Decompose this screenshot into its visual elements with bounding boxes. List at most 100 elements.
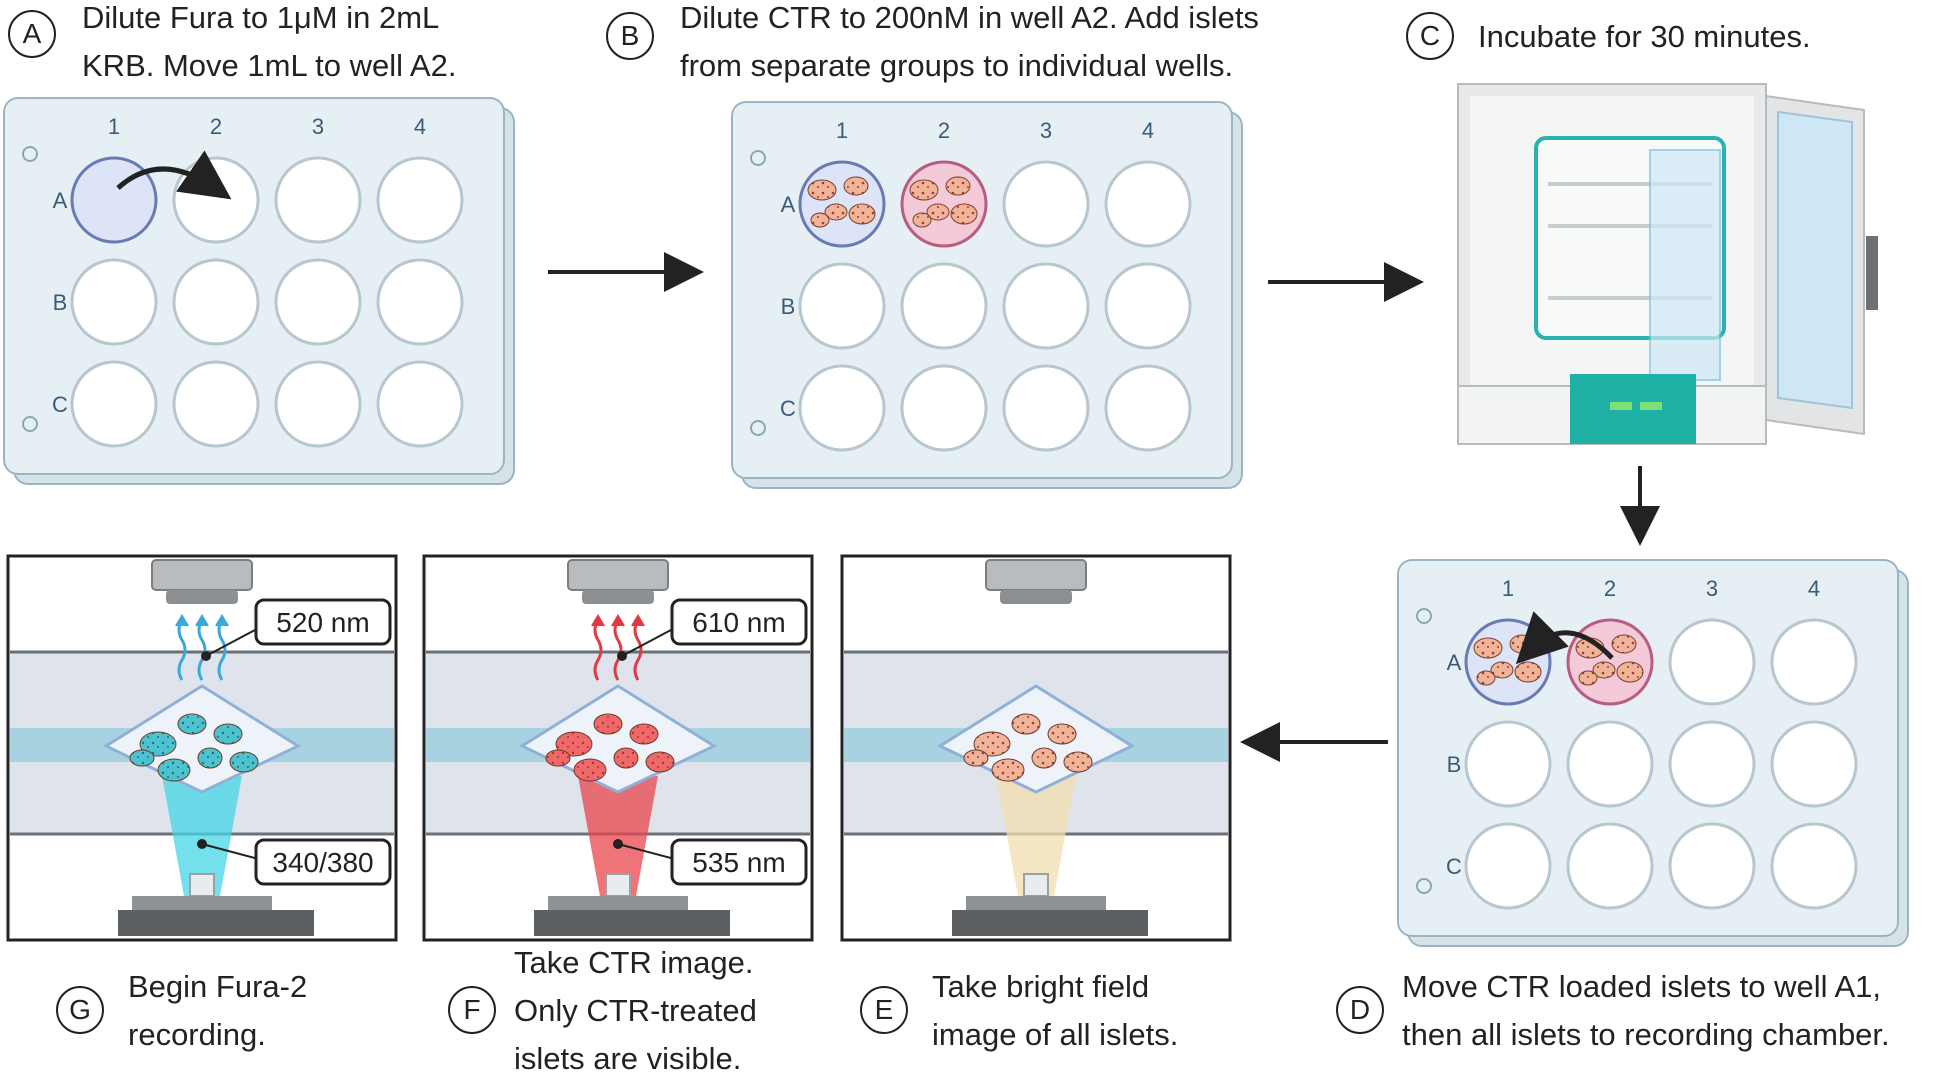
step-e-line1: Take bright field xyxy=(932,969,1150,1004)
islet xyxy=(843,176,869,196)
step-badge-c: C xyxy=(1406,12,1454,60)
plate-notch xyxy=(22,146,38,162)
well-b3 xyxy=(1002,262,1090,350)
step-badge-a: A xyxy=(8,10,56,58)
islet xyxy=(139,731,177,757)
plate-column-label: 1 xyxy=(1502,576,1514,601)
stage-body xyxy=(118,910,314,936)
plate-column-label: 3 xyxy=(1040,118,1052,143)
transfer-arrow xyxy=(116,150,232,200)
emission-wave xyxy=(633,619,643,681)
islet xyxy=(807,179,837,201)
islet xyxy=(912,212,932,228)
plate-row-label: A xyxy=(1447,650,1462,675)
step-g-text: Begin Fura-2 recording. xyxy=(128,963,307,1059)
objective-lens xyxy=(985,559,1087,591)
well-c4 xyxy=(1104,364,1192,452)
step-c-text: Incubate for 30 minutes. xyxy=(1478,13,1811,61)
islet xyxy=(129,749,155,767)
well-a2 xyxy=(1566,618,1654,706)
islet xyxy=(926,203,950,221)
well-a1 xyxy=(1464,618,1552,706)
well-a2 xyxy=(900,160,988,248)
step-f-line2: Only CTR-treated xyxy=(514,993,757,1028)
plate-row-label: C xyxy=(1446,854,1462,879)
well-a3 xyxy=(1668,618,1756,706)
readout-f-excitation: 535 nm xyxy=(670,838,808,886)
well-c4 xyxy=(1770,822,1858,910)
step-badge-g: G xyxy=(56,986,104,1034)
step-b-line1: Dilute CTR to 200nM in well A2. Add isle… xyxy=(680,0,1259,35)
readout-g-excitation-text: 340/380 xyxy=(272,847,373,878)
step-e-text: Take bright field image of all islets. xyxy=(932,963,1178,1059)
plate-column-label: 1 xyxy=(108,114,120,139)
step-letter: D xyxy=(1349,994,1371,1025)
emission-arrowhead xyxy=(195,614,209,627)
emission-wave xyxy=(217,619,227,681)
emission-arrowhead xyxy=(215,614,229,627)
plate-row-label: C xyxy=(780,396,796,421)
stage-body xyxy=(534,910,730,936)
well-a4 xyxy=(1770,618,1858,706)
plate-column-label: 2 xyxy=(938,118,950,143)
transfer-arrow xyxy=(1515,611,1614,665)
excitation-beam xyxy=(162,776,242,896)
plate-notch xyxy=(750,150,766,166)
stage-base xyxy=(132,896,272,910)
plate-column-label: 3 xyxy=(312,114,324,139)
islet xyxy=(1616,661,1644,683)
islet xyxy=(945,176,971,196)
plate-notch xyxy=(1416,608,1432,624)
emission-arrowhead xyxy=(591,614,605,627)
islet xyxy=(613,747,639,769)
islet xyxy=(1592,661,1616,679)
condenser xyxy=(189,873,215,897)
step-badge-f: F xyxy=(448,986,496,1034)
well-c1 xyxy=(70,360,158,448)
step-d-text: Move CTR loaded islets to well A1, then … xyxy=(1402,963,1890,1059)
well-c3 xyxy=(1668,822,1756,910)
excitation-beam xyxy=(578,776,658,896)
incubator xyxy=(1457,83,1878,445)
islet xyxy=(1476,670,1496,686)
emission-wave xyxy=(197,619,207,681)
islet xyxy=(1611,634,1637,654)
well-a1 xyxy=(70,156,158,244)
well-c4 xyxy=(376,360,464,448)
well-c3 xyxy=(1002,364,1090,452)
readout-f-emission-text: 610 nm xyxy=(692,607,785,638)
islet xyxy=(1514,661,1542,683)
step-letter: E xyxy=(874,994,894,1025)
well-a3 xyxy=(274,156,362,244)
well-b1 xyxy=(70,258,158,346)
well-a4 xyxy=(1104,160,1192,248)
panel-e-brightfield xyxy=(840,554,1232,942)
emission-arrowhead xyxy=(175,614,189,627)
step-letter: C xyxy=(1419,20,1441,51)
islet xyxy=(645,751,675,773)
step-badge-e: E xyxy=(860,986,908,1034)
islet xyxy=(963,749,989,767)
islet xyxy=(991,758,1025,782)
objective-tip xyxy=(582,590,654,604)
step-letter: G xyxy=(69,994,91,1025)
well-b4 xyxy=(376,258,464,346)
emission-leader-dot xyxy=(201,651,211,661)
well-b4 xyxy=(1104,262,1192,350)
readout-f-excitation-text: 535 nm xyxy=(692,847,785,878)
plate-column-label: 4 xyxy=(1808,576,1820,601)
condenser xyxy=(1023,873,1049,897)
islet xyxy=(1578,670,1598,686)
stage-body xyxy=(952,910,1148,936)
emission-wave xyxy=(593,619,603,681)
stage-base xyxy=(966,896,1106,910)
islet xyxy=(213,723,243,745)
excitation-leader-dot xyxy=(197,839,207,849)
well-b2 xyxy=(1566,720,1654,808)
objective-lens xyxy=(151,559,253,591)
step-badge-d: D xyxy=(1336,986,1384,1034)
step-g-line2: recording. xyxy=(128,1017,266,1052)
islet xyxy=(950,203,978,225)
well-b2 xyxy=(172,258,260,346)
plate-column-label: 2 xyxy=(1604,576,1616,601)
